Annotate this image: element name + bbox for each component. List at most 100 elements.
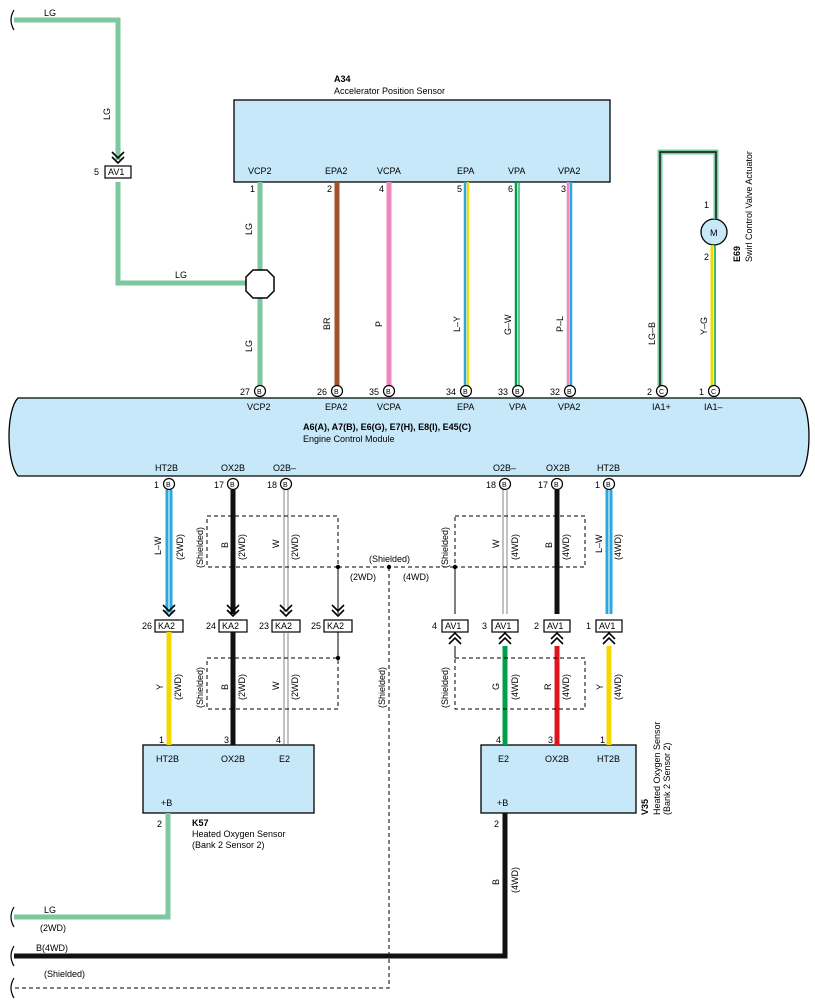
label-2wd: (2WD): [237, 534, 247, 560]
a34-pin-name: EPA2: [325, 166, 347, 176]
v35-pin-name: HT2B: [597, 754, 620, 764]
k57-pin-name: OX2B: [221, 754, 245, 764]
chevron-av1-top: [111, 151, 125, 165]
ecm-pin-name: HT2B: [155, 463, 178, 473]
break-mark-shield: [10, 977, 15, 999]
ecm-bottom-pins: HT2B B 1 OX2B B 17 O2B– B 18 O2B– B 18 O…: [154, 463, 620, 491]
label-yg: Y–G: [699, 317, 709, 335]
a34-pin-labels: VCP2 1 EPA2 2 VCPA 4 EPA 5 VPA 6 VPA2 3: [248, 166, 580, 194]
a34-pin-num: 3: [561, 184, 566, 194]
break-mark-top: [10, 9, 15, 31]
av1-connector: [441, 619, 469, 633]
ecm-pin-circle: [511, 384, 525, 398]
av1-connectors: AV1 4 AV1 3 AV1 2 AV1 1: [432, 619, 623, 633]
label-lw: L–W: [153, 536, 163, 555]
label-lgb: LG–B: [647, 322, 657, 345]
k57-pin-name: HT2B: [156, 754, 179, 764]
a34-name: Accelerator Position Sensor: [334, 86, 445, 96]
shield-box-left-upper: [206, 515, 339, 568]
k57-sensor-box: [142, 744, 315, 814]
ecm-pin-num: 32: [550, 387, 560, 397]
ecm-box: [8, 397, 810, 477]
av1-top-label: AV1: [108, 167, 124, 177]
ecm-pin-conn: B: [166, 482, 171, 489]
label-shielded: (Shielded): [440, 667, 450, 708]
label-shielded-center: (Shielded): [369, 554, 410, 564]
e69-pin1: 1: [704, 200, 709, 210]
k57-pin-num: 4: [276, 735, 281, 745]
k57-pin-num: 2: [157, 819, 162, 829]
label-b: B: [544, 542, 554, 548]
a34-pin-num: 6: [508, 184, 513, 194]
ecm-pin-num: 33: [498, 387, 508, 397]
ecm-pin-circle: [498, 477, 512, 491]
label-4wd-power: (4WD): [510, 867, 520, 893]
ecm-top-pins: B 27 VCP2 B 26 EPA2 B 35 VCPA B 34 EPA B…: [240, 384, 723, 412]
ecm-pin-num: 27: [240, 387, 250, 397]
wire-b-v35-power: [14, 813, 508, 959]
k57-pin-num: 3: [224, 735, 229, 745]
break-mark-lg: [10, 906, 15, 928]
av1-connector: [595, 619, 623, 633]
ecm-pin-num: 1: [595, 480, 600, 490]
ecm-pin-circle: [563, 384, 577, 398]
ka2-label: KA2: [158, 621, 175, 631]
av1-label: AV1: [495, 621, 511, 631]
ecm-pin-num: 1: [154, 480, 159, 490]
v35-pin-name: +B: [497, 798, 508, 808]
ka2-connectors: KA2 26 KA2 24 KA2 23 KA2 25: [142, 619, 353, 633]
e69-name: Swirl Control Valve Actuator: [744, 151, 754, 262]
label-2wd-center: (2WD): [350, 572, 376, 582]
ecm-pin-name: VCP2: [247, 402, 271, 412]
av1-num: 1: [586, 621, 591, 631]
ecm-pin-name: HT2B: [597, 463, 620, 473]
av1-label: AV1: [547, 621, 563, 631]
v35-pin-num: 1: [600, 735, 605, 745]
shield-ground-run: [14, 567, 390, 989]
a34-pin-name: VCP2: [248, 166, 272, 176]
shield-box-left-lower: [206, 657, 339, 710]
label-lg-vcp2-b: LG: [244, 340, 254, 352]
v35-pin-num: 3: [548, 735, 553, 745]
av1-num: 4: [432, 621, 437, 631]
label-lg-vcp2-a: LG: [244, 223, 254, 235]
shield-box-right-upper: [454, 515, 586, 568]
label-w: W: [271, 539, 281, 548]
label-2wd: (2WD): [173, 674, 183, 700]
ecm-pin-conn: B: [257, 389, 262, 396]
a34-pin-name: VPA: [508, 166, 525, 176]
label-shielded-ground: (Shielded): [377, 667, 387, 708]
label-4wd: (4WD): [561, 534, 571, 560]
k57-pin-name: E2: [279, 754, 290, 764]
ecm-pin-num: 18: [486, 480, 496, 490]
label-4wd: (4WD): [613, 534, 623, 560]
v35-pin-num: 4: [496, 735, 501, 745]
label-y: Y: [155, 684, 165, 690]
label-shielded: (Shielded): [440, 527, 450, 568]
ecm-pin-name: O2B–: [493, 463, 516, 473]
k57-name: Heated Oxygen Sensor: [192, 829, 286, 839]
ecm-pin-circle: [279, 477, 293, 491]
ka2-num: 23: [259, 621, 269, 631]
ka2-label: KA2: [327, 621, 344, 631]
a34-sensor-box: [233, 99, 611, 183]
ka2-label: KA2: [222, 621, 239, 631]
ecm-pin-conn: B: [606, 482, 611, 489]
label-lg-top: LG: [44, 8, 56, 18]
a34-pin-name: VCPA: [377, 166, 401, 176]
ecm-pin-num: 1: [699, 387, 704, 397]
label-b: B: [220, 684, 230, 690]
k57-pin-num: 1: [159, 735, 164, 745]
lower-wire-labels: L–W (2WD) (Shielded) B (2WD) W (2WD) (Sh…: [36, 527, 623, 979]
break-mark-b: [10, 945, 15, 967]
ecm-pin-num: 18: [267, 480, 277, 490]
label-b-power: B: [491, 879, 501, 885]
v35-pin-num: 2: [494, 819, 499, 829]
label-lg-vert: LG: [102, 108, 112, 120]
a34-pin-num: 2: [327, 184, 332, 194]
a34-pin-num: 1: [250, 184, 255, 194]
chevrons-lower: [162, 604, 616, 645]
v35-sub: (Bank 2 Sensor 2): [662, 742, 672, 815]
label-r: R: [543, 683, 553, 690]
label-br: BR: [322, 317, 332, 330]
